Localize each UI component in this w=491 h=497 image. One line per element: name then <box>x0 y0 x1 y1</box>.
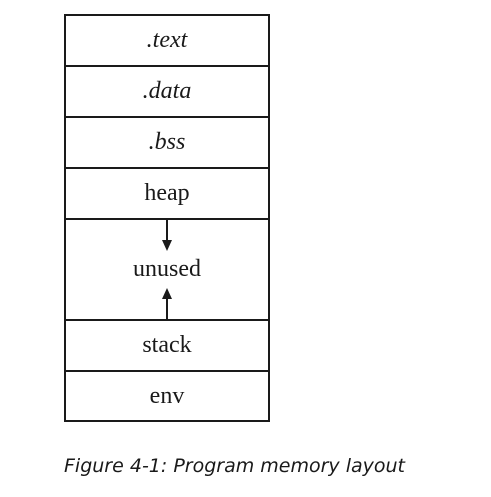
segment-data: .data <box>66 67 268 118</box>
segment-text: .text <box>66 16 268 67</box>
segment-env: env <box>66 372 268 420</box>
segment-heap-label: heap <box>144 180 190 206</box>
segment-text-label: .text <box>146 27 188 53</box>
heap-growth-down-arrow-icon <box>162 220 172 251</box>
segment-stack: stack <box>66 321 268 372</box>
memory-layout-diagram: .text .data .bss heap unused stack env <box>64 14 270 422</box>
segment-env-label: env <box>149 382 185 409</box>
segment-heap: heap <box>66 169 268 220</box>
figure-caption: Figure 4-1: Program memory layout <box>64 455 405 477</box>
segment-data-label: .data <box>142 78 192 104</box>
stack-growth-up-arrow-icon <box>162 288 172 319</box>
segment-bss-label: .bss <box>148 129 186 155</box>
segment-bss: .bss <box>66 118 268 169</box>
segment-unused-label: unused <box>133 256 201 282</box>
segment-stack-label: stack <box>142 332 192 358</box>
segment-unused: unused <box>66 220 268 321</box>
